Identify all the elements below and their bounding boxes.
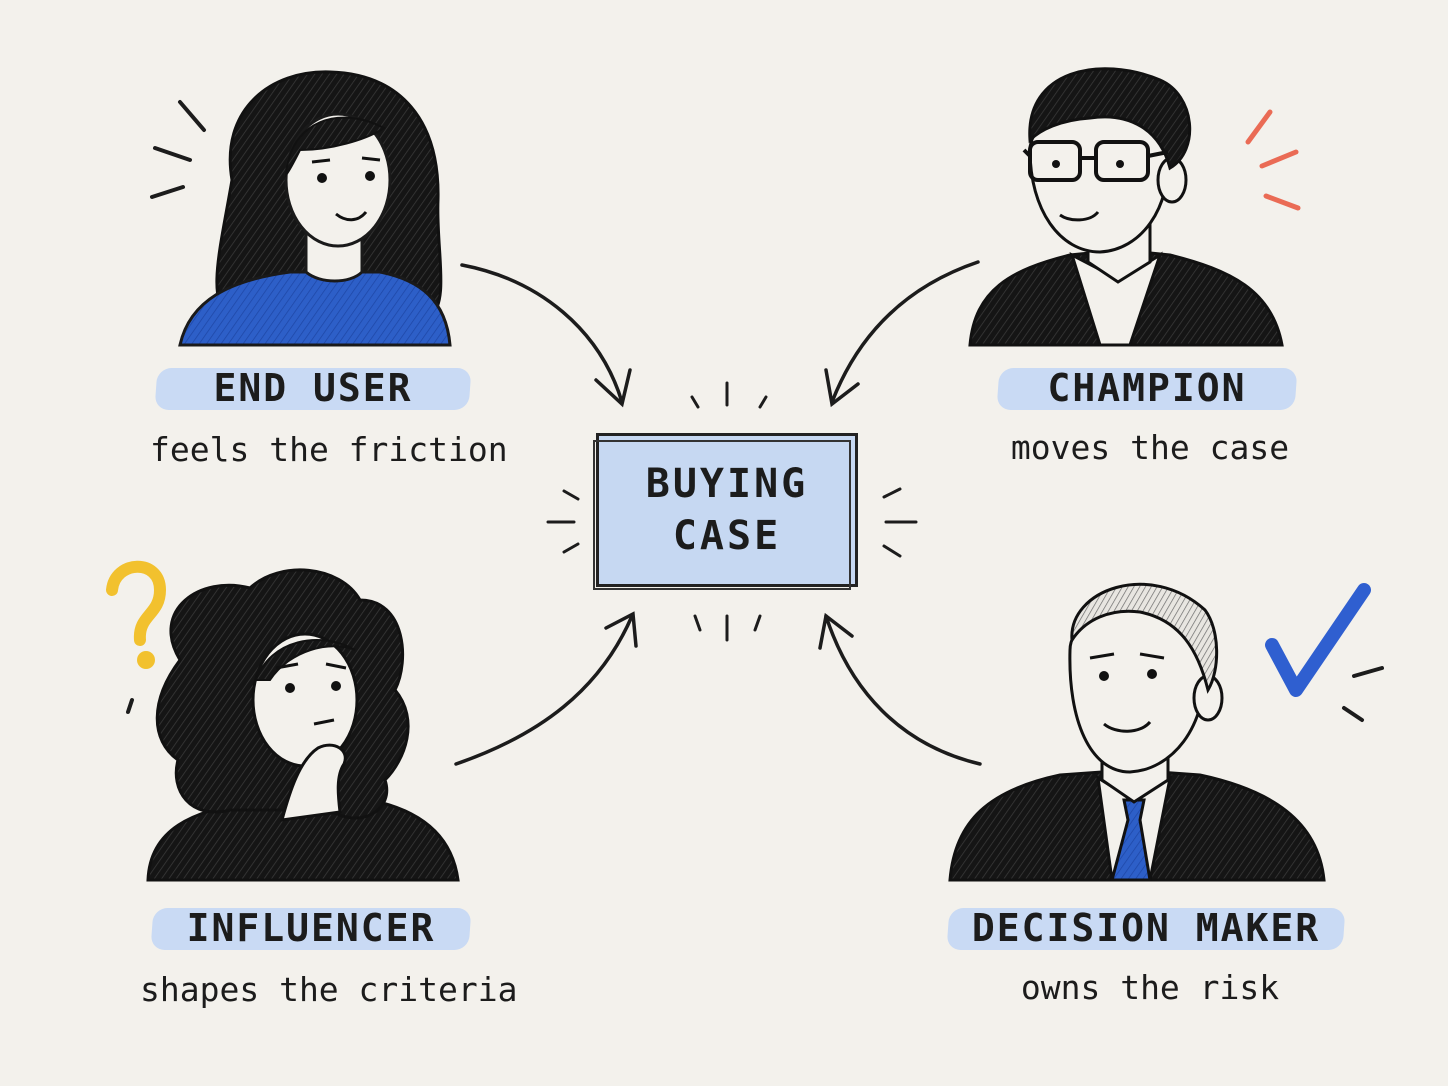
champion-description: moves the case: [1010, 428, 1290, 467]
buying-case-box: BUYING CASE: [593, 433, 858, 590]
decision-maker-illustration: [948, 582, 1384, 882]
end-user-label: END USER: [154, 362, 472, 414]
arrow-decision-maker: [818, 612, 982, 766]
influencer-illustration: [106, 560, 460, 882]
center-line-2: CASE: [672, 513, 782, 559]
influencer-description: shapes the criteria: [140, 970, 518, 1009]
center-burst: [546, 381, 918, 642]
end-user-illustration: [150, 70, 452, 347]
champion-label: CHAMPION: [996, 362, 1298, 414]
champion-illustration: [968, 67, 1301, 347]
arrow-influencer: [454, 611, 638, 766]
arrow-end-user: [460, 263, 632, 408]
end-user-burst: [150, 100, 206, 199]
question-mark-icon: [106, 560, 167, 669]
arrow-champion: [824, 260, 980, 408]
check-mark-icon: [1265, 583, 1371, 697]
decision-maker-description: owns the risk: [1020, 968, 1280, 1007]
end-user-description: feels the friction: [150, 430, 508, 469]
center-line-1: BUYING: [645, 461, 809, 507]
champion-burst: [1245, 109, 1301, 211]
decision-maker-label: DECISION MAKER: [946, 902, 1346, 954]
influencer-label: INFLUENCER: [150, 902, 472, 954]
